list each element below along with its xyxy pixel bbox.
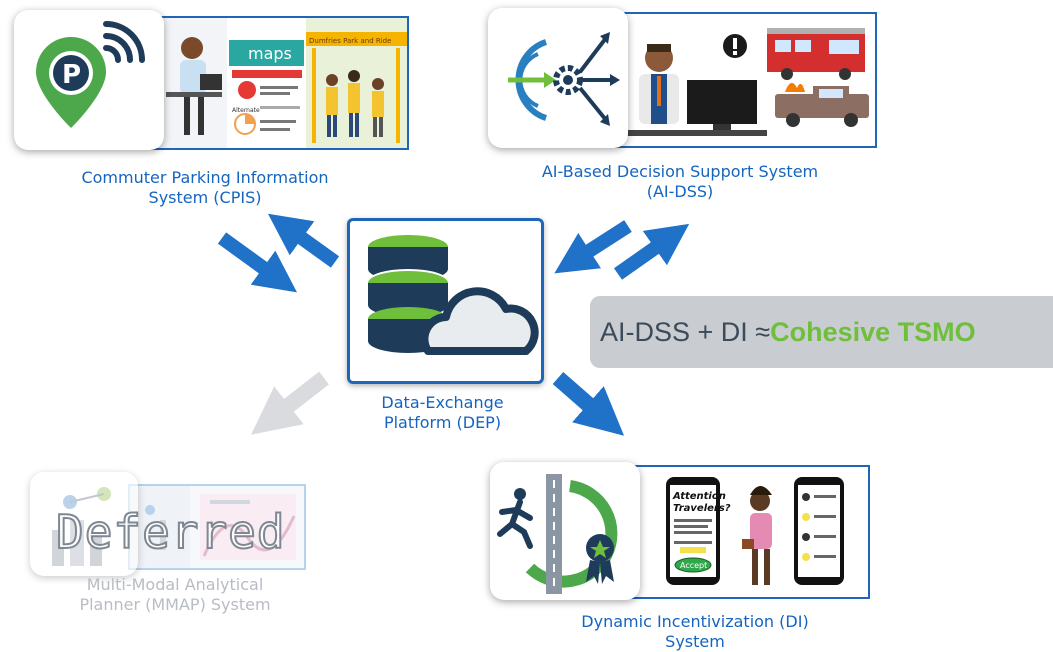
- phone-heading-line-2: Travelers?: [673, 503, 731, 514]
- tagline-prefix: AI-DSS + DI ≈: [600, 316, 771, 347]
- cohesive-tsmo-tagline: AI-DSS + DI ≈ Cohesive TSMO: [590, 296, 1053, 368]
- runner-road-ribbon-icon: [497, 474, 618, 594]
- arrow-dep-to-di: [552, 371, 625, 436]
- dep-icon-tile: [347, 218, 544, 384]
- deferred-stamp: Deferred: [55, 504, 286, 560]
- arrow-dep-to-aidss: [613, 223, 690, 280]
- ai-gear-brain-icon: [508, 32, 620, 126]
- alert-icon: [723, 34, 747, 58]
- cpis-screens-illustration: maps Alternate Dumfries Park and Ride: [152, 18, 407, 148]
- arrow-cpis-to-dep: [217, 232, 298, 293]
- aidss-operator-illustration: [627, 28, 869, 136]
- arrow-dep-to-cpis: [267, 213, 340, 268]
- maps-app-name: maps: [248, 44, 292, 63]
- wifi-signal-icon: [103, 21, 145, 63]
- cpis-icon-tile: P: [14, 10, 164, 150]
- aidss-scene-panel: [615, 12, 877, 148]
- maps-alternate-label: Alternate: [232, 107, 260, 114]
- di-icon-tile: [490, 462, 640, 600]
- cpis-screens-panel: maps Alternate Dumfries Park and Ride: [150, 16, 409, 150]
- cpis-label: Commuter Parking Information System (CPI…: [81, 168, 329, 207]
- mmap-icon-tile: [30, 472, 138, 576]
- database-cloud-icon: [368, 235, 539, 355]
- mmap-label: Multi-Modal Analytical Planner (MMAP) Sy…: [79, 575, 271, 614]
- arrow-aidss-to-dep: [554, 220, 632, 274]
- parking-pin-icon: P: [36, 37, 106, 128]
- mmap-screens-panel: [128, 484, 306, 570]
- di-scene-panel: Attention Travelers? Accept: [628, 465, 870, 599]
- arrow-dep-to-mmap: [251, 371, 329, 435]
- dep-label: Data-Exchange Platform (DEP): [381, 393, 504, 432]
- di-phones-illustration: Attention Travelers? Accept: [666, 477, 844, 585]
- tagline-highlight: Cohesive TSMO: [770, 316, 976, 347]
- phone-heading-line-1: Attention: [672, 491, 726, 502]
- phone-accept-button: Accept: [680, 561, 707, 570]
- park-ride-sign-title: Dumfries Park and Ride: [309, 37, 391, 45]
- di-label: Dynamic Incentivization (DI) System: [581, 612, 809, 651]
- aidss-icon-tile: [488, 8, 628, 148]
- svg-text:P: P: [62, 60, 81, 90]
- aidss-label: AI-Based Decision Support System (AI-DSS…: [541, 162, 819, 201]
